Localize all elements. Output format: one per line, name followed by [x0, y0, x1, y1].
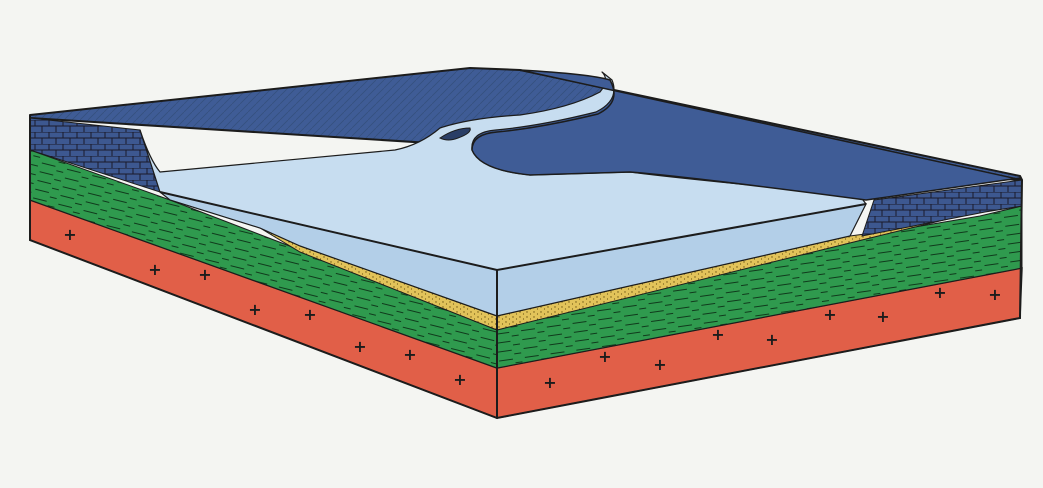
granite-cross-symbol: + [63, 225, 76, 244]
granite-cross-symbol: + [248, 300, 261, 319]
granite-cross-symbol: + [823, 305, 836, 324]
granite-cross-symbol: + [876, 307, 889, 326]
granite-cross-symbol: + [765, 330, 778, 349]
granite-cross-symbol: + [198, 265, 211, 284]
granite-cross-symbol: + [988, 285, 1001, 304]
granite-cross-symbol: + [353, 337, 366, 356]
granite-cross-symbol: + [543, 373, 556, 392]
granite-cross-symbol: + [303, 305, 316, 324]
granite-cross-symbol: + [653, 355, 666, 374]
granite-cross-symbol: + [403, 345, 416, 364]
granite-cross-symbol: + [148, 260, 161, 279]
granite-cross-symbol: + [453, 370, 466, 389]
granite-cross-symbol: + [711, 325, 724, 344]
granite-cross-symbol: + [933, 283, 946, 302]
granite-cross-symbol: + [598, 347, 611, 366]
